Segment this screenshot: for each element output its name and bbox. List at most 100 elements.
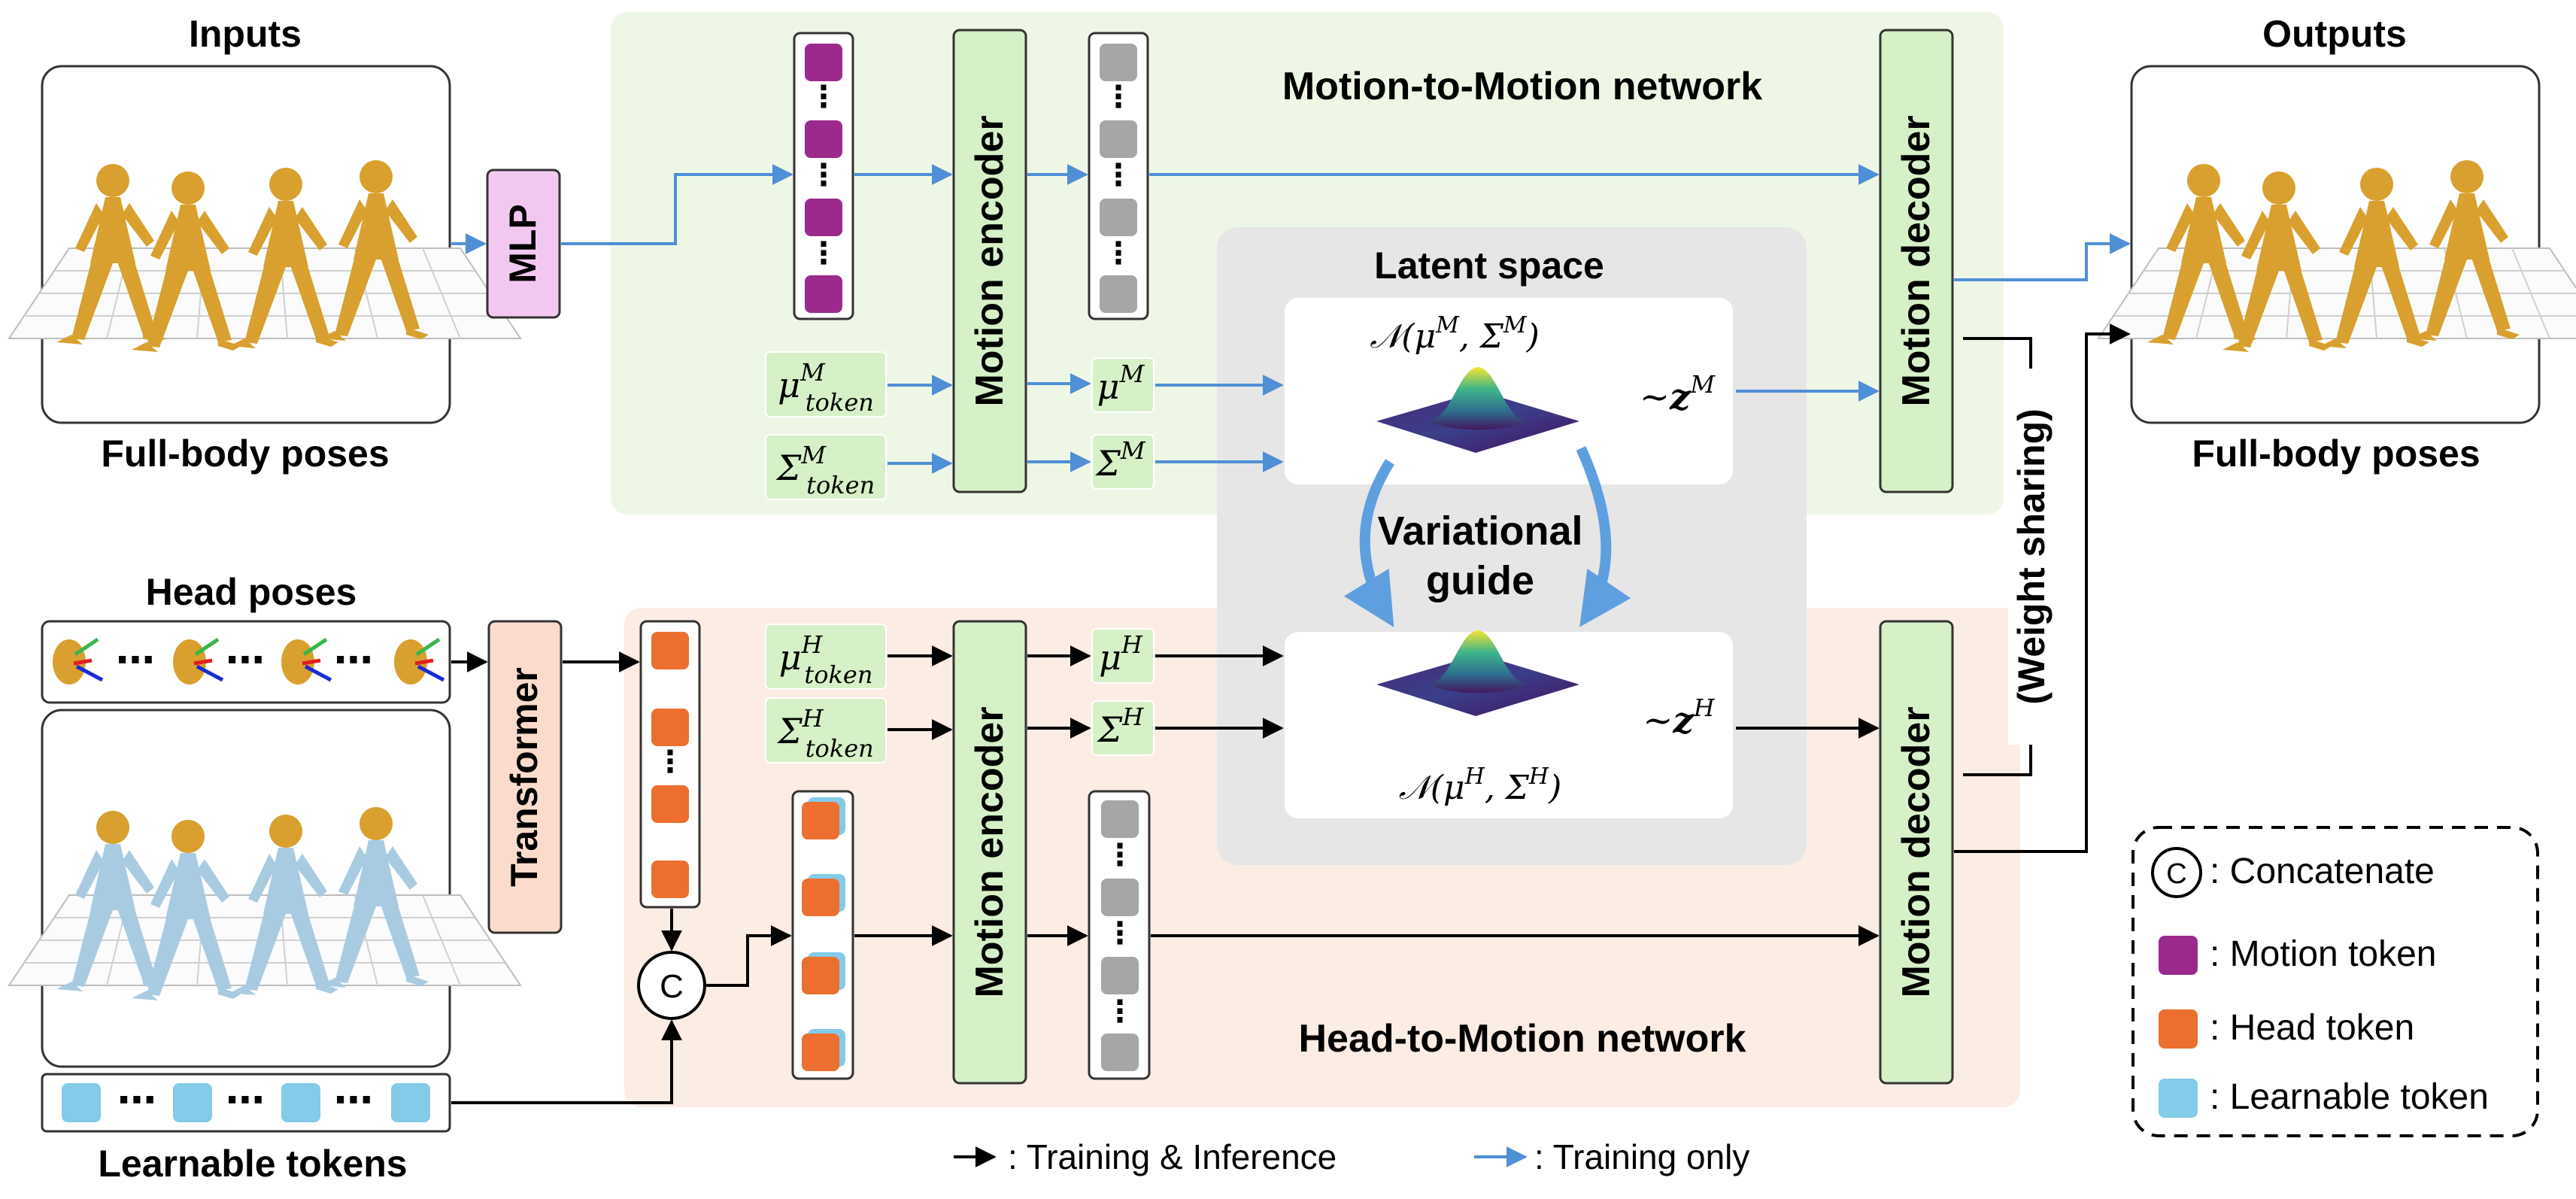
head-ellipsis-3: ⋯: [334, 639, 373, 682]
encoded-token: [1101, 1034, 1139, 1071]
combined-token-stack-items: [802, 797, 845, 1071]
enc-top-vdots-3: ⋮: [1103, 237, 1133, 270]
sigma-token-h-box: [765, 697, 887, 763]
motion-token: [805, 275, 842, 313]
output-fullbody-caption: Full-body poses: [2192, 433, 2480, 475]
gaussian-motion-plot: [1376, 367, 1579, 453]
head-ellipsis-1: ⋯: [116, 639, 155, 682]
motion-encoder-top-label: Motion encoder: [968, 115, 1012, 406]
encoded-token: [1100, 120, 1137, 158]
encoded-token-stack-top-items: ⋮ ⋮ ⋮: [1100, 44, 1137, 313]
encoded-token: [1100, 275, 1137, 313]
learnable-token: [173, 1083, 212, 1122]
head-token-stack: [639, 620, 701, 909]
head-poses-title: Head poses: [146, 571, 357, 613]
variational-label: Variational: [1377, 508, 1582, 554]
mu-h-box: [1091, 628, 1154, 684]
sigma-token-m-box: [765, 434, 887, 500]
encoded-token: [1101, 800, 1139, 838]
legend-concatenate: : Concatenate: [2210, 851, 2435, 891]
head-token: [651, 861, 689, 898]
enc-top-vdots-1: ⋮: [1103, 80, 1133, 114]
motion-decoder-bottom-label: Motion decoder: [1895, 706, 1938, 997]
motion-decoder-top-label: Motion decoder: [1895, 115, 1938, 406]
z-motion: ~zM: [1640, 370, 1716, 418]
h2m-title: Head-to-Motion network: [1298, 1017, 1746, 1061]
learnable-token: [281, 1083, 320, 1122]
legend-motion-swatch: [2159, 936, 2198, 975]
sigma-m-box: [1091, 434, 1154, 490]
transformer-label: Transformer: [503, 667, 545, 887]
mu-token-h-box: [765, 624, 887, 690]
weight-sharing-label: (Weight sharing): [2010, 408, 2053, 705]
concat-symbol: C: [660, 968, 684, 1005]
training-only-arrows: [451, 164, 2131, 474]
inputs-title: Inputs: [189, 13, 302, 55]
enc-bot-vdots-3: ⋮: [1105, 995, 1135, 1028]
motion-token: [805, 44, 842, 81]
motion-token: [805, 120, 842, 158]
gaussian-head-plot: [1376, 630, 1579, 716]
sigma-h-box: [1091, 700, 1154, 756]
training-inference-arrows: [451, 323, 2131, 1104]
outputs-title: Outputs: [2262, 13, 2407, 55]
legend-head-swatch: [2159, 1009, 2198, 1049]
legend-concat-icon: [2151, 847, 2202, 898]
motion-encoder-top: [952, 29, 1027, 493]
latent-motion-card: [1285, 298, 1733, 484]
legend-train-only: : Training only: [1534, 1137, 1749, 1176]
encoded-token: [1101, 879, 1139, 916]
motion-vdots-2: ⋮: [809, 159, 839, 192]
head-token: [802, 879, 839, 916]
input-headdriven-image: [8, 807, 521, 1000]
head-token: [802, 802, 839, 839]
legend-learnable-token: : Learnable token: [2210, 1077, 2489, 1117]
mlp-label: MLP: [502, 204, 544, 284]
legend-train-infer: : Training & Inference: [1008, 1137, 1337, 1176]
head-poses-panel: [41, 620, 451, 704]
enc-top-vdots-2: ⋮: [1103, 159, 1133, 192]
motion-encoder-bottom-label: Motion encoder: [968, 706, 1012, 997]
legend-box: [2131, 826, 2539, 1137]
sigma-h: ΣH: [1097, 703, 1145, 750]
mu-token-m-box: [765, 351, 887, 417]
enc-bot-vdots-1: ⋮: [1105, 839, 1135, 872]
learnable-token: [391, 1083, 430, 1122]
learnable-ellipsis-1: ⋯: [117, 1079, 156, 1122]
sigma-m: ΣM: [1094, 436, 1146, 484]
head-poses-sequence: ⋯ ⋯ ⋯: [53, 639, 444, 684]
head-token: [802, 957, 839, 994]
guide-label: guide: [1426, 558, 1534, 603]
mlp-block: [486, 168, 561, 319]
encoded-token: [1100, 199, 1137, 236]
head-token: [651, 709, 689, 746]
legend-head-token: : Head token: [2210, 1008, 2414, 1048]
mu-h: μH: [1099, 630, 1143, 678]
motion-token-stack: [793, 32, 854, 320]
enc-bot-vdots-2: ⋮: [1105, 917, 1135, 950]
legend-learnable-swatch: [2159, 1079, 2198, 1118]
transformer-block: [487, 620, 563, 934]
combined-token-stack: [791, 790, 854, 1080]
encoded-token: [1101, 957, 1139, 994]
learnable-token: [62, 1083, 101, 1122]
concat-node: [637, 951, 706, 1020]
variational-arrow-left: [1343, 459, 1394, 627]
motion-vdots-1: ⋮: [809, 80, 839, 114]
latent-head-card: [1285, 632, 1733, 818]
head-token: [651, 785, 689, 823]
learnable-ellipsis-3: ⋯: [334, 1079, 373, 1122]
head-ellipsis-2: ⋯: [226, 639, 265, 682]
legend-concat-symbol: C: [2166, 858, 2186, 890]
m2m-title: Motion-to-Motion network: [1282, 65, 1762, 108]
encoded-token-stack-bottom: [1088, 790, 1151, 1080]
encoded-token-stack-top: [1088, 32, 1149, 320]
legend-motion-token: : Motion token: [2210, 934, 2437, 974]
learnable-tokens-caption: Learnable tokens: [98, 1143, 407, 1185]
head-token: [802, 1034, 839, 1071]
learnable-ellipsis-2: ⋯: [226, 1079, 265, 1122]
mu-m-box: [1091, 357, 1154, 413]
motion-encoder-bottom: [952, 620, 1027, 1085]
head-token: [651, 632, 689, 669]
motion-decoder-bottom: [1879, 620, 1954, 1085]
